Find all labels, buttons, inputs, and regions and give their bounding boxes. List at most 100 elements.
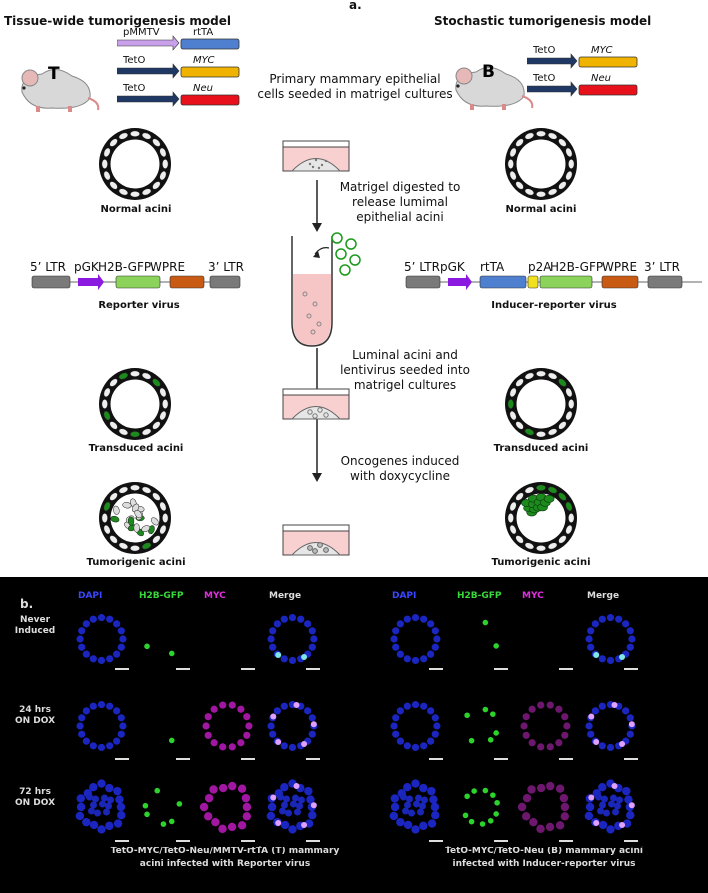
micrograph-cell [131, 767, 194, 847]
micrograph-cell [579, 767, 642, 847]
panel-b-microscopy-grid: b. TetO-MYC/TetO-Neu/MMTV-rtTA (T) mamma… [0, 577, 708, 893]
left-model-title: Tissue-wide tumorigenesis model [4, 14, 231, 28]
scale-bar [241, 668, 255, 670]
acinus-drawing [505, 482, 577, 554]
micrograph-cell [261, 767, 324, 847]
virus-part-label: H2B-GFP [98, 260, 152, 274]
scale-bar [241, 758, 255, 760]
virus-part-label: p2A [528, 260, 552, 274]
gene-label: MYC [193, 55, 215, 66]
row-label: 72 hrs ON DOX [14, 787, 56, 808]
acinus-drawing [505, 368, 577, 440]
virus-part-label: WPRE [602, 260, 638, 274]
scale-bar [115, 758, 129, 760]
inducer-reporter-virus-construct [405, 274, 702, 290]
step-1-text: Primary mammary epithelial cells seeded … [257, 72, 453, 101]
virus-part-label: H2B-GFP [550, 260, 604, 274]
micrograph-cell [449, 687, 512, 765]
scale-bar [176, 758, 190, 760]
acinus-drawing [99, 128, 171, 200]
reporter-virus-label: Reporter virus [98, 300, 180, 311]
acinus-drawing [99, 368, 171, 440]
column-header: MYC [204, 591, 226, 601]
micrograph-cell [196, 687, 259, 765]
scale-bar [494, 668, 508, 670]
reporter-virus-construct [31, 274, 241, 290]
micrograph-cell [131, 603, 194, 675]
scale-bar [559, 758, 573, 760]
matrigel-dish-1 [282, 140, 350, 172]
scale-bar [429, 668, 443, 670]
column-header: H2B-GFP [139, 591, 184, 601]
matrigel-dish-3 [282, 524, 350, 556]
micrograph-cell [384, 687, 447, 765]
matrigel-dish-2 [282, 388, 350, 420]
column-header: Merge [269, 591, 302, 601]
column-header: Merge [587, 591, 620, 601]
promoter-label: TetO [533, 45, 556, 56]
scale-bar [494, 758, 508, 760]
panel-a-label: a. [349, 0, 362, 12]
micrograph-cell [70, 687, 133, 765]
right-model-title: Stochastic tumorigenesis model [434, 14, 652, 28]
caption-right-line-2: infected with Inducer-reporter virus [452, 859, 636, 869]
mouse-t-icon [21, 69, 100, 112]
micrograph-cell [449, 603, 512, 675]
acinus-drawing [505, 128, 577, 200]
scale-bar [429, 840, 443, 842]
caption-left: TetO-MYC/TetO-Neu/MMTV-rtTA (T) mammary … [70, 845, 380, 871]
micrograph-cell [579, 687, 642, 765]
normal-acini-right-label: Normal acini [505, 204, 577, 215]
caption-left-line-1: TetO-MYC/TetO-Neu/MMTV-rtTA (T) mammary [110, 846, 340, 856]
virus-part-label: 3’ LTR [208, 260, 244, 274]
gene-label: MYC [591, 45, 613, 56]
mouse-b-icon [455, 67, 534, 110]
micrograph-cell [384, 767, 447, 847]
column-header: DAPI [392, 591, 417, 601]
normal-acini-left-label: Normal acini [100, 204, 172, 215]
promoter-label: TetO [123, 55, 146, 66]
scale-bar [559, 840, 573, 842]
scale-bar [429, 758, 443, 760]
micrograph-cell [131, 687, 194, 765]
column-header: MYC [522, 591, 544, 601]
micrograph-cell [579, 603, 642, 675]
micrograph-cell [514, 687, 577, 765]
step-2-text: Matrigel digested to release lumimal epi… [339, 180, 461, 224]
scale-bar [176, 840, 190, 842]
row-label: Never Induced [14, 615, 56, 636]
scale-bar [624, 840, 638, 842]
inducer-virus-label: Inducer-reporter virus [491, 300, 617, 311]
caption-left-line-2: acini infected with Reporter virus [139, 859, 311, 869]
step-4-text: Oncogenes induced with doxycycline [340, 454, 460, 483]
caption-right-line-1: TetO-MYC/TetO-Neu (B) mammary acini [445, 846, 643, 856]
micrograph-cell [514, 603, 577, 675]
virus-part-label: pGK [440, 260, 465, 274]
scale-bar [306, 668, 320, 670]
scale-bar [241, 840, 255, 842]
mouse-b-letter: B [482, 62, 495, 82]
transduced-acini-right-label: Transduced acini [493, 443, 589, 454]
scale-bar [115, 668, 129, 670]
transgene-construct: TetO MYC [526, 44, 657, 72]
virus-part-label: pGK [74, 260, 99, 274]
micrograph-cell [261, 603, 324, 675]
scale-bar [624, 668, 638, 670]
tumorigenic-acini-left-label: Tumorigenic acini [86, 557, 186, 568]
scale-bar [624, 758, 638, 760]
scale-bar [306, 840, 320, 842]
panel-b-label: b. [20, 597, 34, 611]
acini-illustrations [99, 128, 577, 554]
tumorigenic-acini-right-label: Tumorigenic acini [491, 557, 591, 568]
row-label: 24 hrs ON DOX [14, 705, 56, 726]
column-header: H2B-GFP [457, 591, 502, 601]
scale-bar [306, 758, 320, 760]
virus-part-label: 5’ LTR [30, 260, 66, 274]
column-header: DAPI [78, 591, 103, 601]
gene-label: rtTA [193, 27, 214, 38]
micrograph-cell [261, 687, 324, 765]
scale-bar [559, 668, 573, 670]
